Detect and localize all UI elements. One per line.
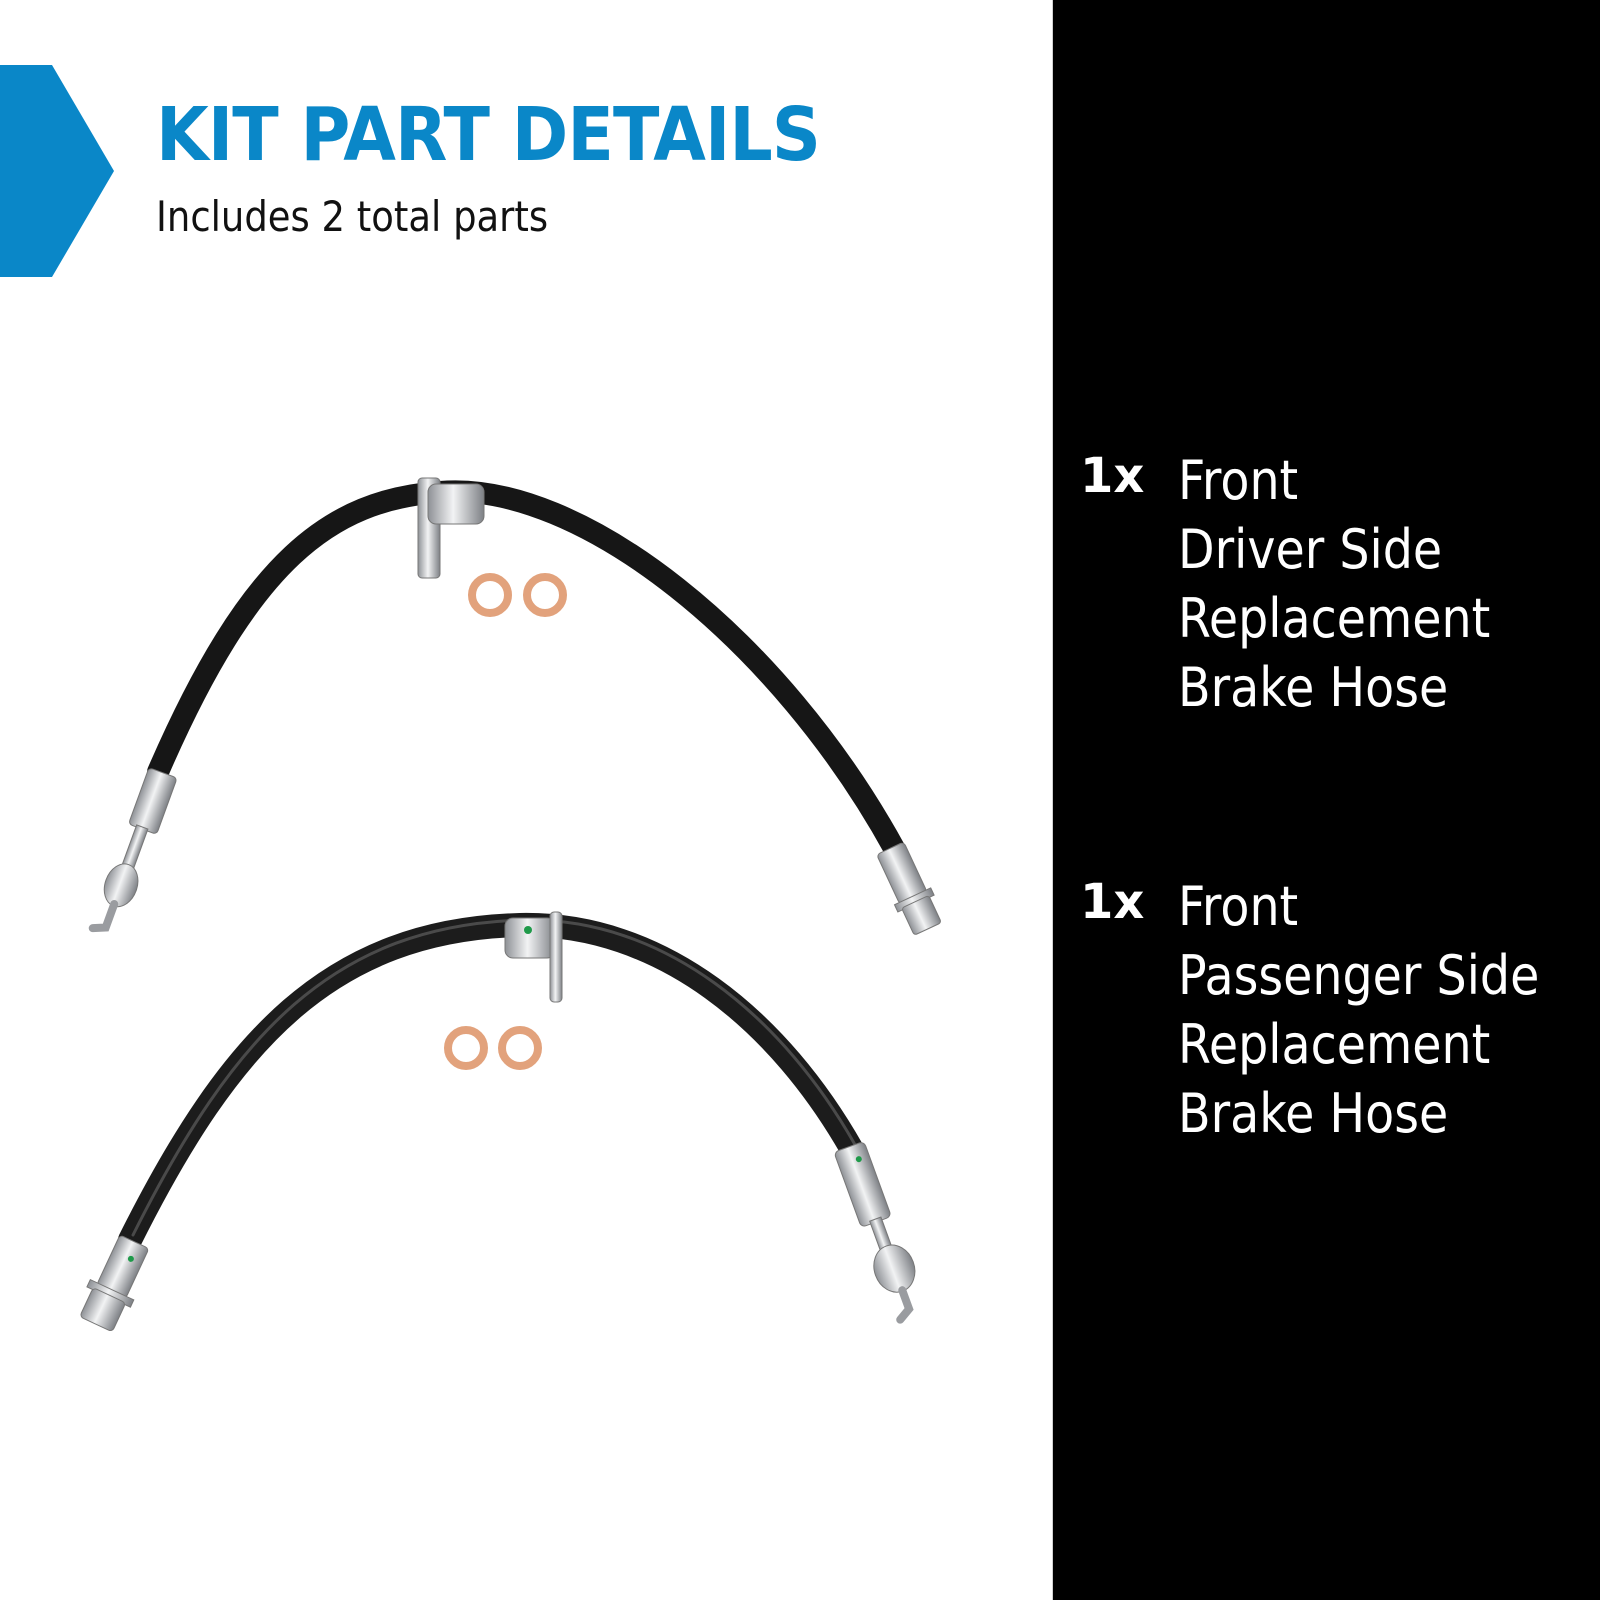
driver-side-hose bbox=[88, 477, 941, 935]
part-description-line: Front bbox=[1178, 875, 1299, 938]
part-description-line: Passenger Side bbox=[1178, 944, 1540, 1007]
part-description-line: Front bbox=[1178, 449, 1299, 512]
part-description-line: Brake Hose bbox=[1178, 1082, 1449, 1145]
part-quantity: 1x bbox=[1080, 448, 1145, 504]
page-subtitle: Includes 2 total parts bbox=[156, 192, 549, 241]
brake-hose-kit-image bbox=[80, 477, 941, 1332]
part-description-line: Brake Hose bbox=[1178, 656, 1449, 719]
part-description-line: Driver Side bbox=[1178, 518, 1443, 581]
copper-washer bbox=[468, 573, 512, 617]
part-quantity: 1x bbox=[1080, 874, 1145, 930]
passenger-side-hose bbox=[80, 911, 916, 1332]
page-title: KIT PART DETAILS bbox=[156, 92, 821, 178]
part-description-line: Replacement bbox=[1178, 1013, 1491, 1076]
chevron-right-icon bbox=[0, 65, 114, 277]
parts-list-panel bbox=[1053, 0, 1600, 1600]
copper-washer bbox=[444, 1026, 488, 1070]
copper-washer bbox=[523, 573, 567, 617]
part-description-line: Replacement bbox=[1178, 587, 1491, 650]
copper-washer bbox=[498, 1026, 542, 1070]
